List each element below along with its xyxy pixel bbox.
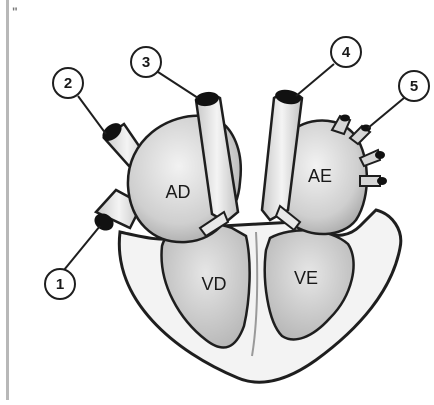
label-vd: VD (201, 274, 226, 294)
label-ae: AE (308, 166, 332, 186)
callout-1-number: 1 (56, 276, 64, 293)
leader-line-2 (78, 96, 106, 134)
callout-5: 5 (399, 71, 429, 101)
callout-5-number: 5 (410, 78, 418, 95)
corner-mark: " (12, 5, 18, 19)
leader-line-3 (158, 72, 198, 98)
leader-line-5 (368, 98, 404, 128)
leader-line-1 (64, 226, 100, 270)
callout-4: 4 (331, 37, 361, 67)
callout-1: 1 (45, 269, 75, 299)
callout-3-number: 3 (142, 54, 150, 71)
left-border-rule (6, 0, 9, 400)
leader-line-4 (296, 64, 334, 96)
callout-2-number: 2 (64, 75, 72, 92)
callout-2: 2 (53, 68, 83, 98)
callout-4-number: 4 (342, 44, 351, 61)
label-ad: AD (165, 182, 190, 202)
callout-3: 3 (131, 47, 161, 77)
label-ve: VE (294, 268, 318, 288)
